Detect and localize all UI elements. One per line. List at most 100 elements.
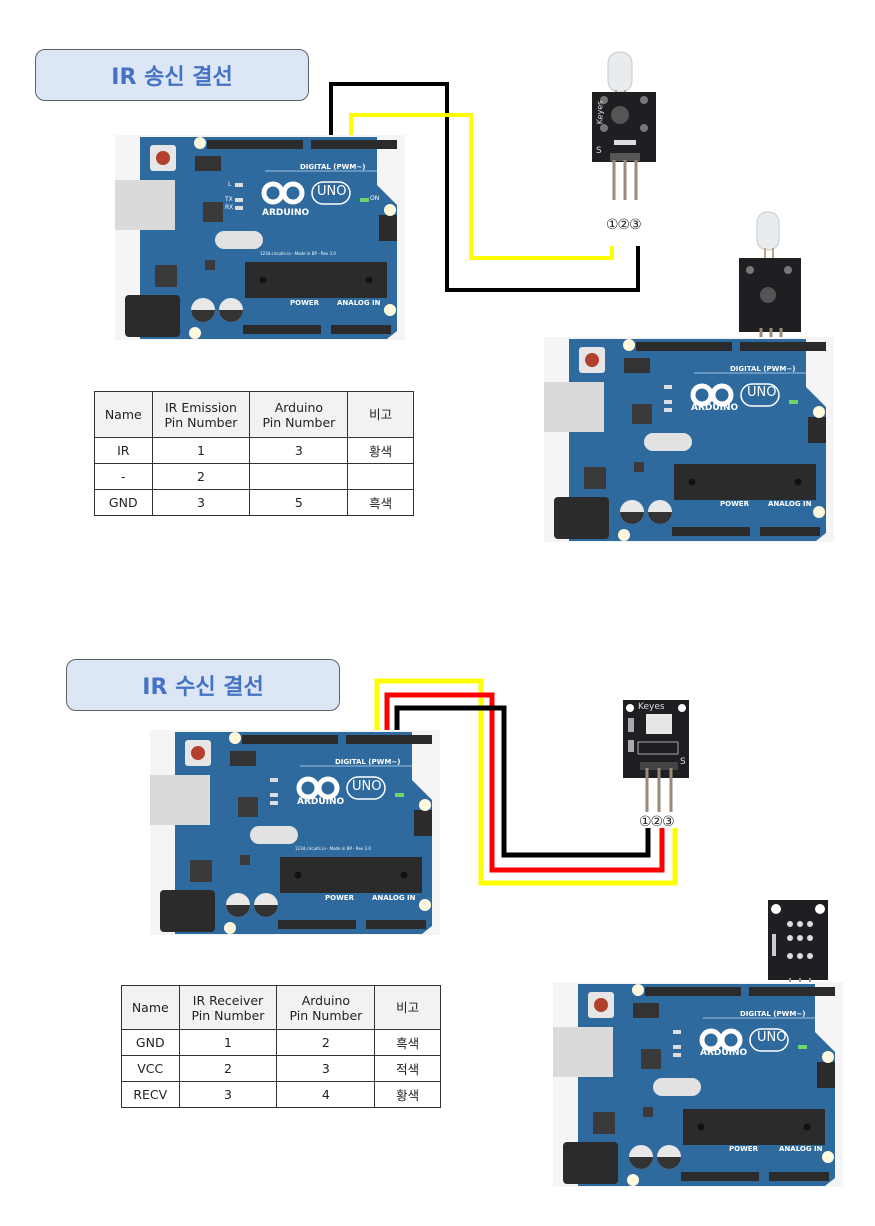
cell: 3 xyxy=(178,1081,278,1108)
header-text: Arduino xyxy=(301,992,351,1008)
wire-yellow-receive xyxy=(374,678,678,886)
table-row: GND 3 5 흑색 xyxy=(94,489,414,516)
cell: GND xyxy=(121,1029,180,1056)
transmit-wires xyxy=(329,82,640,292)
header-text: Pin Number xyxy=(191,1007,265,1023)
cell: 적색 xyxy=(374,1055,441,1082)
power-label: POWER xyxy=(720,500,749,508)
receive-wires xyxy=(374,678,678,886)
tx-label: TX xyxy=(225,196,233,203)
analog-label: ANALOG IN xyxy=(372,894,416,902)
arduino-board-receive-mounted: ARDUINO UNO DIGITAL (PWM~) POWER ANALOG … xyxy=(547,982,849,1187)
header-note: 비고 xyxy=(347,391,414,438)
digital-header-label: DIGITAL (PWM~) xyxy=(730,365,796,373)
cell: 황색 xyxy=(374,1081,441,1108)
table-row: VCC 2 3 적색 xyxy=(121,1055,441,1082)
arduino-board-transmit: ARDUINO UNO DIGITAL (PWM~) POWER ANALOG … xyxy=(115,135,405,340)
board-brand: ARDUINO xyxy=(691,403,739,413)
arduino-board-transmit-mounted: ARDUINO UNO DIGITAL (PWM~) POWER ANALOG … xyxy=(540,337,838,542)
module-s-label: S xyxy=(596,146,602,156)
wire-black-receive xyxy=(394,705,651,858)
board-footer-text: 123d.circuits.io - Made in BP - Rev 3.0 xyxy=(295,846,371,851)
cell: IR xyxy=(94,437,153,464)
board-model: UNO xyxy=(352,779,382,794)
header-text: IR Emission xyxy=(165,399,237,415)
cell: 흑색 xyxy=(374,1029,441,1056)
header-name: Name xyxy=(121,985,180,1030)
cell: 4 xyxy=(276,1081,376,1108)
header-text: Arduino xyxy=(274,399,324,415)
power-label: POWER xyxy=(290,299,319,307)
cell: 황색 xyxy=(347,437,414,464)
ir-emitter-module: Keyes S ①②③ xyxy=(588,50,668,235)
module-s-label: S xyxy=(680,757,686,767)
receive-title-text: IR 수신 결선 xyxy=(142,675,264,700)
cell: 1 xyxy=(178,1029,278,1056)
board-brand: ARDUINO xyxy=(262,208,310,218)
on-label: ON xyxy=(370,195,380,202)
board-model: UNO xyxy=(317,184,347,199)
cell: 2 xyxy=(178,1055,278,1082)
digital-header-label: DIGITAL (PWM~) xyxy=(740,1010,806,1018)
rx-label: RX xyxy=(225,204,234,211)
ir-emitter-mounted xyxy=(735,210,805,340)
board-model: UNO xyxy=(747,385,777,400)
cell: GND xyxy=(94,489,153,516)
analog-label: ANALOG IN xyxy=(337,299,381,307)
header-text: Pin Number xyxy=(164,414,238,430)
ir-receiver-module: Keyes S ①②③ xyxy=(620,700,695,830)
board-brand: ARDUINO xyxy=(297,797,345,807)
digital-header-label: DIGITAL (PWM~) xyxy=(300,163,366,171)
cell: 2 xyxy=(151,463,251,490)
header-text: Pin Number xyxy=(262,414,336,430)
power-label: POWER xyxy=(325,894,354,902)
cell: 3 xyxy=(249,437,349,464)
transmit-title-text: IR 송신 결선 xyxy=(111,65,233,90)
wire-yellow-transmit xyxy=(349,113,614,260)
header-text: Name xyxy=(131,1000,169,1015)
cell xyxy=(347,463,414,490)
module-pin-markers: ①②③ xyxy=(606,217,642,233)
header-text: 비고 xyxy=(396,1000,420,1015)
header-text: Pin Number xyxy=(289,1007,363,1023)
l-label: L xyxy=(228,181,232,188)
cell: VCC xyxy=(121,1055,180,1082)
cell: RECV xyxy=(121,1081,180,1108)
table-row: RECV 3 4 황색 xyxy=(121,1081,441,1108)
wire-red-receive xyxy=(384,692,665,873)
cell: 3 xyxy=(276,1055,376,1082)
power-label: POWER xyxy=(729,1145,758,1153)
ir-receiver-mounted xyxy=(768,900,828,990)
header-text: 비고 xyxy=(369,407,393,422)
wire-black-transmit xyxy=(329,82,640,292)
arduino-board-receive: ARDUINO UNO DIGITAL (PWM~) POWER ANALOG … xyxy=(150,730,440,935)
transmit-title: IR 송신 결선 xyxy=(35,49,309,101)
table-row: - 2 xyxy=(94,463,414,490)
header-name: Name xyxy=(94,391,153,438)
module-brand: Keyes xyxy=(638,702,665,712)
header-text: Name xyxy=(104,407,142,422)
cell xyxy=(249,463,349,490)
cell: 2 xyxy=(276,1029,376,1056)
table-row: IR 1 3 황색 xyxy=(94,437,414,464)
cell: 5 xyxy=(249,489,349,516)
table-row: GND 1 2 흑색 xyxy=(121,1029,441,1056)
receive-title: IR 수신 결선 xyxy=(66,659,340,711)
header-text: IR Receiver xyxy=(192,992,264,1008)
board-model: UNO xyxy=(757,1030,787,1045)
digital-header-label: DIGITAL (PWM~) xyxy=(335,758,401,766)
board-footer-text: 123d.circuits.io - Made in BP - Rev 3.0 xyxy=(260,251,336,256)
cell: - xyxy=(94,463,153,490)
module-brand: Keyes xyxy=(595,100,605,125)
analog-label: ANALOG IN xyxy=(768,500,812,508)
module-pin-markers: ①②③ xyxy=(639,814,675,830)
analog-label: ANALOG IN xyxy=(779,1145,823,1153)
